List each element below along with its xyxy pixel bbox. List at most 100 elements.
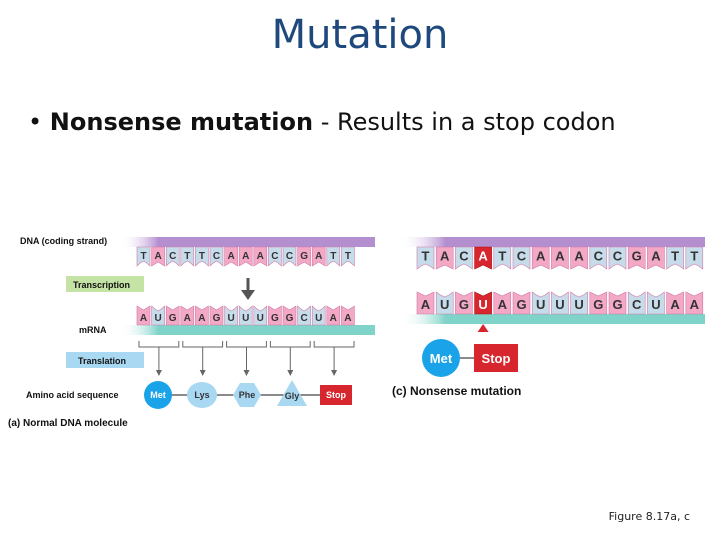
nucleotide-letter: C (271, 251, 278, 262)
met-shape (422, 339, 460, 377)
nucleotide-letter: C (632, 297, 642, 312)
nucleotide-letter: A (227, 251, 234, 262)
nucleotide-letter: A (651, 249, 661, 264)
nucleotide-shape (627, 246, 646, 270)
nucleotide-U: U (647, 291, 665, 315)
nucleotide-shape (666, 246, 684, 270)
nucleotide-A: A (341, 305, 355, 326)
nucleotide-T: T (341, 246, 355, 267)
nucleotide-shape (493, 291, 512, 315)
mutant-dna-strand-backbone (400, 237, 705, 247)
nucleotide-letter: A (257, 251, 264, 262)
nucleotide-U: U (151, 305, 165, 326)
nucleotide-U: U (253, 305, 268, 326)
gly-shape (277, 380, 307, 406)
mutation-marker (477, 324, 489, 332)
met-shape (144, 381, 172, 409)
nucleotide-shape (165, 305, 180, 326)
nucleotide-letter: A (330, 313, 337, 324)
nucleotide-T: T (195, 246, 209, 267)
nucleotide-letter: T (422, 249, 430, 264)
amino-acid-sequence-label: Amino acid sequence (26, 390, 119, 400)
nucleotide-shape (282, 305, 297, 326)
nucleotide-shape (326, 246, 341, 267)
amino-acid-label: Lys (194, 390, 209, 400)
amino-acid-stop: Stop (320, 385, 352, 405)
nucleotide-G: G (268, 305, 282, 326)
nucleotide-shape (209, 246, 224, 267)
nucleotide-U: U (570, 291, 588, 315)
nucleotide-shape (341, 305, 355, 326)
amino-acid-label: Phe (239, 390, 256, 400)
nucleotide-letter: U (478, 297, 487, 312)
nucleotide-A: A (531, 246, 550, 270)
codon-arrowhead (155, 370, 162, 376)
nucleotide-C: C (455, 246, 473, 270)
nucleotide-shape (570, 246, 588, 270)
figure-caption: Figure 8.17a, c (608, 510, 690, 523)
nucleotide-U: U (311, 305, 326, 326)
nucleotide-A: A (551, 246, 569, 270)
nucleotide-shape (570, 291, 588, 315)
nucleotide-T: T (416, 246, 435, 270)
amino-acid-label: Gly (285, 391, 300, 401)
nucleotide-A: A (180, 305, 195, 326)
transcription-label: Transcription (73, 280, 130, 290)
nucleotide-T: T (136, 246, 151, 267)
nucleotide-letter: G (459, 297, 469, 312)
mutant-amino-acid-stop: Stop (474, 344, 518, 372)
nucleotide-letter: G (213, 313, 221, 324)
nucleotide-shape (238, 305, 253, 326)
nucleotide-letter: T (690, 249, 698, 264)
nucleotide-letter: T (671, 249, 679, 264)
codon-bracket (138, 341, 180, 372)
nucleotide-shape (341, 246, 355, 267)
nucleotide-letter: C (517, 249, 527, 264)
nucleotide-shape (455, 246, 473, 270)
amino-acid-label: Stop (482, 351, 511, 366)
nucleotide-shape (195, 246, 209, 267)
nucleotide-letter: A (690, 297, 700, 312)
nucleotide-A: A (474, 246, 492, 270)
nucleotide-shape (311, 246, 326, 267)
nucleotide-shape (666, 291, 684, 315)
nucleotide-letter: T (345, 251, 351, 262)
nucleotide-letter: A (344, 313, 351, 324)
nucleotide-letter: U (536, 297, 545, 312)
nucleotide-letter: A (315, 251, 322, 262)
nucleotide-letter: T (498, 249, 506, 264)
slide-title: Mutation (271, 12, 449, 58)
nucleotide-T: T (666, 246, 684, 270)
nucleotide-C: C (268, 246, 282, 267)
nucleotide-shape (180, 305, 195, 326)
nucleotide-letter: A (184, 313, 191, 324)
stop-shape (474, 344, 518, 372)
nucleotide-G: G (512, 291, 531, 315)
nucleotide-shape (435, 246, 454, 270)
nucleotide-letter: G (286, 313, 294, 324)
nucleotide-shape (238, 246, 253, 267)
nucleotide-shape (268, 246, 282, 267)
codon-brackets (138, 341, 355, 376)
nucleotide-shape (474, 246, 492, 270)
nucleotide-letter: G (612, 297, 622, 312)
nucleotide-letter: T (140, 251, 146, 262)
nucleotide-shape (531, 291, 550, 315)
nucleotide-shape (627, 291, 646, 315)
dna-coding-strand-label: DNA (coding strand) (20, 236, 107, 246)
nucleotide-shape (151, 305, 165, 326)
nucleotide-letter: C (594, 249, 604, 264)
nucleotide-C: C (282, 246, 297, 267)
nucleotide-T: T (180, 246, 195, 267)
nucleotide-G: G (209, 305, 224, 326)
nucleotide-shape (589, 291, 608, 315)
bullet-point: • Nonsense mutation - Results in a stop … (28, 108, 616, 136)
nucleotide-A: A (493, 291, 512, 315)
nucleotide-A: A (311, 246, 326, 267)
nucleotide-letter: A (498, 297, 508, 312)
nucleotide-letter: U (242, 313, 249, 324)
nucleotide-A: A (238, 246, 253, 267)
nucleotide-shape (416, 291, 435, 315)
